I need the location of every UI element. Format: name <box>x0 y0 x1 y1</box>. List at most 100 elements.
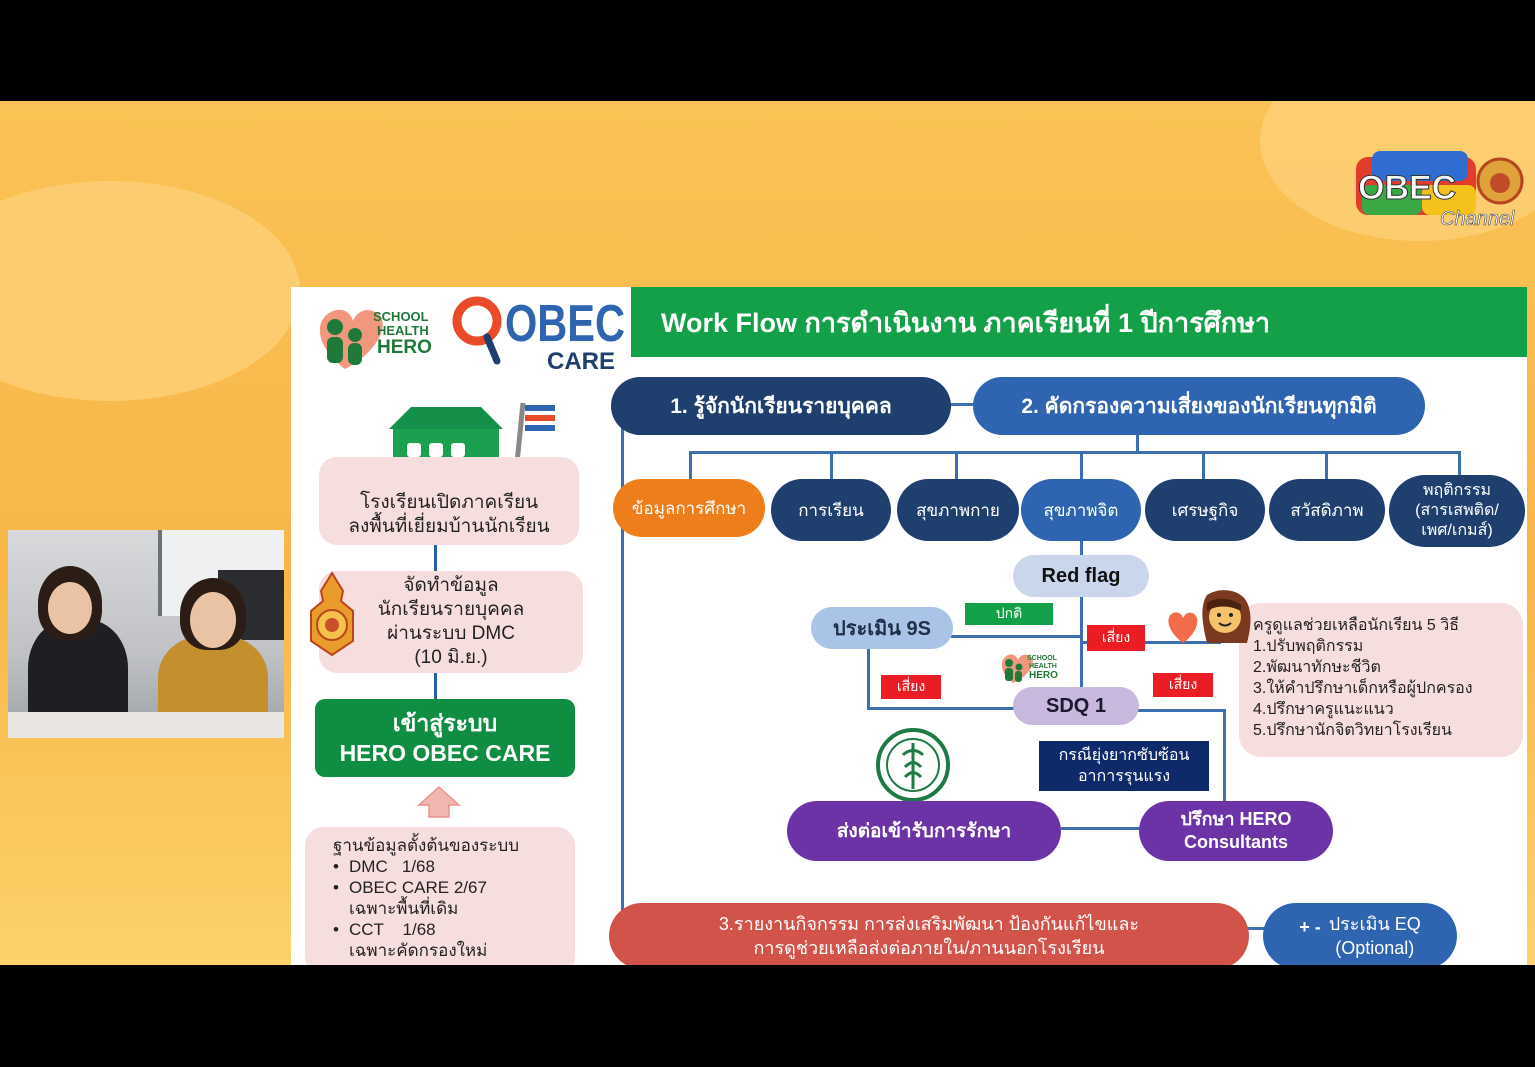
presenter-right-face <box>190 592 236 648</box>
complex-case-box: กรณียุ่งยากซับซ้อน อาการรุนแรง <box>1039 741 1209 791</box>
dimension-label: พฤติกรรม <box>1422 482 1492 499</box>
flow-connector <box>1223 709 1226 801</box>
eq-text: ประเมิน EQ (Optional) <box>1329 912 1421 960</box>
complex-case-line: อาการรุนแรง <box>1077 768 1171 785</box>
hero-logo-line1: SCHOOL <box>373 309 429 324</box>
flow-connector <box>949 403 979 406</box>
dimension-pill-education: ข้อมูลการศึกษา <box>613 479 765 537</box>
school-open-line: โรงเรียนเปิดภาคเรียน <box>359 492 539 513</box>
obec-channel-text: OBEC <box>1358 169 1456 207</box>
obec-emblem-icon <box>310 571 354 657</box>
flow-connector <box>1061 827 1141 830</box>
flow-connector <box>867 643 870 709</box>
presenter-left-face <box>48 582 92 634</box>
flow-connector <box>951 635 1081 638</box>
slide-title: Work Flow การดำเนินงาน ภาคเรียนที่ 1 ปีก… <box>661 307 1271 338</box>
eq-line: ประเมิน EQ <box>1328 914 1421 934</box>
care-method-item: 2.พัฒนาทักษะชีวิต <box>1253 659 1381 676</box>
dimension-label: สุขภาพกาย <box>916 500 1000 520</box>
step2-label: 2. คัดกรองความเสี่ยงของนักเรียนทุกมิติ <box>1021 394 1377 418</box>
dimension-pill-welfare: สวัสดิภาพ <box>1269 479 1385 541</box>
complex-case-line: กรณียุ่งยากซับซ้อน <box>1058 747 1190 764</box>
obec-channel-logo: OBEC Channel <box>1356 151 1524 230</box>
dmc-line: (10 มิ.ย.) <box>414 647 488 668</box>
flow-connector <box>1202 451 1205 479</box>
base-data-heading: ฐานข้อมูลตั้งต้นของระบบ <box>333 836 519 855</box>
base-data-item-main: DMC 1/68 <box>349 857 435 876</box>
assess-9s-label: ประเมิน 9S <box>833 618 931 640</box>
school-open-line: ลงพื้นที่เยี่ยมบ้านนักเรียน <box>348 516 550 537</box>
flow-connector <box>689 451 692 479</box>
bullet-icon: • <box>333 857 339 876</box>
normal-label: ปกติ <box>995 605 1023 621</box>
dimension-label: สุขภาพจิต <box>1043 500 1119 520</box>
dimension-pill-behavior: พฤติกรรม (สารเสพติด/ เพศ/เกมส์) <box>1389 475 1525 547</box>
dimension-pill-physical-health: สุขภาพกาย <box>897 479 1019 541</box>
presenter-video <box>8 530 284 738</box>
dmc-line: จัดทำข้อมูล <box>403 575 499 596</box>
consult-line: Consultants <box>1183 832 1288 852</box>
sdq-pill: SDQ 1 <box>1013 687 1139 725</box>
hero-system-line: เข้าสู่ระบบ <box>392 710 498 736</box>
dimension-label: (สารเสพติด/ <box>1415 502 1499 519</box>
flow-connector <box>1136 433 1139 453</box>
school-open-box: โรงเรียนเปิดภาคเรียน ลงพื้นที่เยี่ยมบ้าน… <box>319 457 579 545</box>
hero-logo-line3: HERO <box>377 337 432 358</box>
consult-line: ปรึกษา HERO <box>1180 809 1292 829</box>
bullet-icon: • <box>333 920 339 939</box>
eq-assessment-pill: + - ประเมิน EQ (Optional) <box>1263 903 1457 965</box>
flow-connector <box>689 451 1461 454</box>
dmc-line: นักเรียนรายบุคคล <box>377 599 525 620</box>
dimension-label: สวัสดิภาพ <box>1290 500 1364 520</box>
risk-tag: เสี่ยง <box>1087 625 1145 651</box>
plus-minus-icon: + - <box>1299 917 1321 937</box>
dmc-box: จัดทำข้อมูล นักเรียนรายบุคคล ผ่านระบบ DM… <box>319 571 583 673</box>
presentation-stage: OBEC Channel SCHOOL HEALTH HERO <box>0 101 1535 965</box>
left-connector <box>434 545 437 575</box>
risk-tag: เสี่ยง <box>1153 673 1213 697</box>
flow-connector <box>1080 451 1083 479</box>
eq-line: (Optional) <box>1335 938 1415 958</box>
care-method-item: 1.ปรับพฤติกรรม <box>1253 638 1364 655</box>
dimension-label: เศรษฐกิจ <box>1171 500 1239 520</box>
dmc-line: ผ่านระบบ DMC <box>387 623 515 644</box>
dimension-pill-economy: เศรษฐกิจ <box>1145 479 1265 541</box>
base-data-item: • CCT 1/68 <box>333 919 575 940</box>
up-arrow-icon <box>417 785 461 818</box>
background-shape <box>0 181 300 401</box>
step3-line: การดูช่วยเหลือส่งต่อภายใน/ภานนอกโรงเรียน <box>753 938 1105 958</box>
step2-pill: 2. คัดกรองความเสี่ยงของนักเรียนทุกมิติ <box>973 377 1425 435</box>
red-flag-pill: Red flag <box>1013 555 1149 597</box>
dimension-pill-learning: การเรียน <box>771 479 891 541</box>
red-flag-label: Red flag <box>1041 564 1121 587</box>
flow-connector <box>1129 709 1225 712</box>
risk-tag: เสี่ยง <box>881 675 941 699</box>
dimension-pill-mental-health: สุขภาพจิต <box>1021 479 1141 541</box>
obec-channel-sub: Channel <box>1440 208 1515 230</box>
care-method-item: 4.ปรึกษาครูแนะแนว <box>1253 701 1394 718</box>
risk-label: เสี่ยง <box>1101 629 1131 645</box>
flow-connector <box>1247 927 1269 930</box>
refer-treatment-pill: ส่งต่อเข้ารับการรักษา <box>787 801 1061 861</box>
risk-label: เสี่ยง <box>896 678 926 694</box>
workflow-slide: SCHOOL HEALTH HERO OBEC CARE Work Flow ก… <box>291 287 1527 965</box>
teacher-heart-icon <box>1168 590 1251 643</box>
base-data-box: ฐานข้อมูลตั้งต้นของระบบ • DMC 1/68 • OBEC … <box>305 827 575 965</box>
flow-connector <box>867 707 1017 710</box>
step1-label: 1. รู้จักนักเรียนรายบุคคล <box>670 394 892 418</box>
flow-connector <box>1458 451 1461 479</box>
ministry-public-health-emblem <box>876 728 950 802</box>
flow-connector <box>955 451 958 479</box>
risk-label: เสี่ยง <box>1168 676 1198 692</box>
dimension-label: ข้อมูลการศึกษา <box>631 498 747 518</box>
care-method-item: 3.ให้คำปรึกษาเด็กหรือผู้ปกครอง <box>1253 680 1473 697</box>
title-bar: Work Flow การดำเนินงาน ภาคเรียนที่ 1 ปีก… <box>631 287 1527 357</box>
assess-9s-pill: ประเมิน 9S <box>811 607 953 649</box>
base-data-item: • DMC 1/68 <box>333 856 575 877</box>
hero-system-box: เข้าสู่ระบบ HERO OBEC CARE <box>315 699 575 777</box>
base-data-item-main: OBEC CARE 2/67 <box>349 878 487 897</box>
care-methods-heading: ครูดูแลช่วยเหลือนักเรียน 5 วิธี <box>1253 617 1459 634</box>
hero-system-line: HERO OBEC CARE <box>339 740 551 766</box>
base-data-item-main: CCT 1/68 <box>349 920 436 939</box>
step3-report-bar: 3.รายงานกิจกรรม การส่งเสริมพัฒนา ป้องกัน… <box>609 903 1249 965</box>
